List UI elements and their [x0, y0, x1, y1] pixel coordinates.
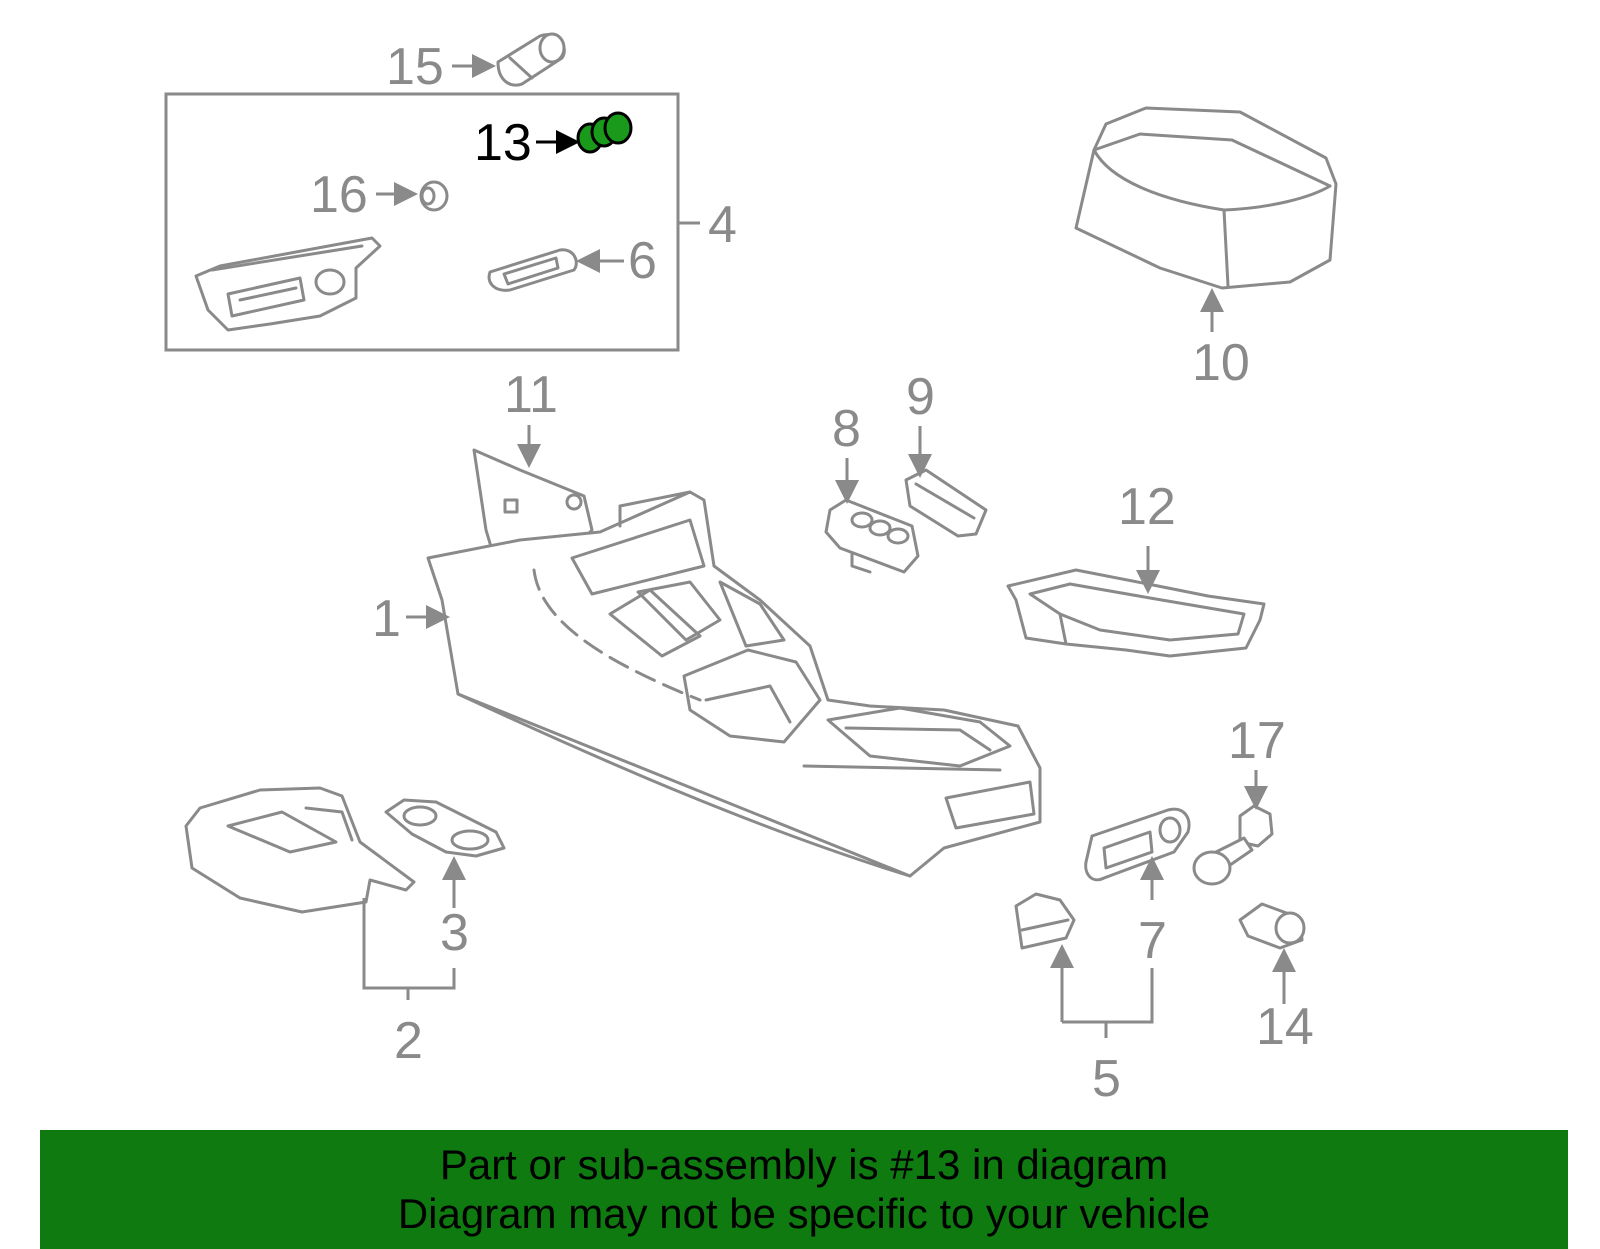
callout-9: 9	[906, 368, 935, 426]
part-2-cupholder[interactable]	[184, 786, 416, 914]
ashtray-assembly[interactable]	[194, 236, 382, 332]
part-15-lighter-element[interactable]	[496, 32, 566, 87]
callout-14: 14	[1256, 998, 1314, 1056]
callout-11: 11	[504, 366, 558, 424]
info-banner: Part or sub-assembly is #13 in diagram D…	[40, 1130, 1568, 1249]
callout-17: 17	[1228, 712, 1286, 770]
callout-7: 7	[1138, 912, 1167, 970]
callout-2: 2	[394, 1012, 423, 1070]
part-12-tray[interactable]	[1006, 568, 1266, 658]
callout-8: 8	[832, 400, 861, 458]
callout-12: 12	[1118, 478, 1176, 536]
callout-15: 15	[386, 38, 444, 96]
callout-5: 5	[1092, 1050, 1121, 1108]
part-5-cap[interactable]	[1014, 892, 1076, 950]
callout-1: 1	[372, 590, 401, 648]
part-3-cupholder-insert[interactable]	[384, 798, 506, 858]
part-16-knob[interactable]	[419, 180, 449, 212]
banner-line-1: Part or sub-assembly is #13 in diagram	[439, 1141, 1169, 1188]
part-10-armrest[interactable]	[1074, 106, 1338, 290]
part-14-socket[interactable]	[1238, 902, 1306, 950]
part-9-insert[interactable]	[904, 468, 988, 538]
callout-3: 3	[440, 904, 469, 962]
part-8-switch[interactable]	[824, 498, 920, 574]
part-6-bezel[interactable]	[487, 248, 578, 292]
callout-13: 13	[474, 114, 532, 172]
part-13-highlighted[interactable]	[576, 111, 633, 154]
part-17-socket[interactable]	[1192, 804, 1274, 886]
part-1-console[interactable]	[426, 490, 1042, 878]
callout-6: 6	[628, 232, 657, 290]
callout-16: 16	[310, 166, 368, 224]
callout-10: 10	[1192, 334, 1250, 392]
part-7-bezel[interactable]	[1084, 807, 1191, 882]
banner-line-2: Diagram may not be specific to your vehi…	[397, 1190, 1211, 1237]
callout-4: 4	[708, 196, 737, 254]
